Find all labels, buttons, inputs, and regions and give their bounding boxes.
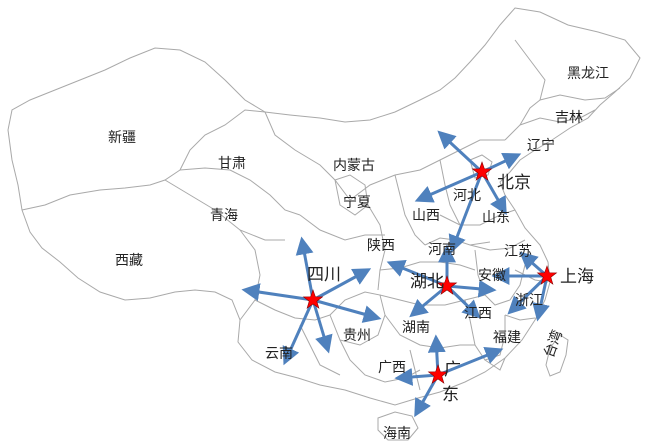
arrow-sichuan-north — [295, 236, 315, 301]
label-taiwan: 台湾 — [540, 328, 566, 360]
border-gansu-neimenggu — [264, 111, 351, 201]
border-neimenggu-south — [349, 139, 505, 201]
border-jilin-liaoning — [519, 109, 596, 126]
border-heilongjiang-jilin — [539, 87, 621, 101]
label-ningxia: 宁夏 — [343, 194, 371, 211]
border-sichuan-xizang — [239, 229, 261, 321]
label-guizhou: 贵州 — [343, 328, 371, 344]
label-xinjiang: 新疆 — [108, 130, 136, 146]
arrow-shanghai-jiangsu — [519, 251, 548, 278]
label-shaanxi: 陕西 — [367, 238, 395, 254]
arrow-beijing-henan — [448, 171, 484, 254]
arrow-beijing-west — [414, 170, 483, 203]
border-guangxi-guangdong — [409, 349, 421, 391]
label-shanxi: 山西 — [412, 208, 440, 224]
arrow-hubei-shaanxi — [386, 260, 448, 288]
province-labels: 黑龙江 吉林 辽宁 新疆 甘肃 内蒙古 宁夏 青海 西藏 北京 河北 山西 山东… — [108, 66, 609, 442]
label-henan: 河南 — [428, 242, 456, 258]
hub-stars — [302, 161, 558, 384]
star-icon — [471, 161, 493, 181]
taiwan-island — [545, 334, 569, 377]
arrow-shanghai-fujian — [507, 274, 549, 315]
label-hainan: 海南 — [383, 426, 411, 442]
hainan-island — [377, 411, 419, 441]
label-liaoning: 辽宁 — [527, 137, 555, 154]
label-jiangsu: 江苏 — [504, 244, 532, 260]
label-gansu: 甘肃 — [218, 156, 246, 172]
star-icon — [302, 289, 324, 309]
arrow-sichuan-south — [311, 299, 333, 354]
label-yunnan: 云南 — [265, 346, 293, 362]
border-hubei-hunan — [379, 294, 486, 306]
border-gansu-qinghai — [179, 167, 301, 216]
arrow-guangdong-guangxi — [394, 367, 439, 386]
arrow-shanghai-zhejiang — [532, 275, 550, 322]
border-yunnan-guizhou — [299, 324, 341, 376]
label-fujian: 福建 — [493, 330, 521, 346]
arrow-beijing-ne — [437, 130, 484, 174]
arrow-hubei-hunan — [409, 284, 448, 318]
border-zhejiang-fujian — [504, 314, 536, 321]
arrow-hubei-anhui — [446, 279, 497, 298]
label-neimenggu: 内蒙古 — [333, 158, 375, 174]
label-anhui: 安徽 — [478, 268, 506, 284]
star-icon — [536, 265, 558, 285]
label-jilin: 吉林 — [555, 110, 583, 126]
border-shanxi-hebei — [394, 174, 426, 246]
arrow-guangdong-fujian — [437, 347, 504, 377]
label-sichuan: 四川 — [307, 265, 341, 285]
label-guangdong-2: 东 — [442, 385, 459, 405]
border-qinghai-xizang — [164, 179, 285, 241]
province-borders — [7, 7, 641, 441]
label-shanghai: 上海 — [560, 267, 594, 287]
arrow-sichuan-west — [241, 283, 314, 302]
label-shandong: 山东 — [482, 210, 510, 226]
arrow-sichuan-northeast — [312, 268, 372, 302]
star-icon — [427, 364, 449, 384]
border-shandong-jiangsu — [469, 239, 526, 251]
border-xinjiang-gansu — [179, 109, 266, 171]
border-hebei-east — [439, 159, 461, 226]
border-hunan-south — [384, 314, 475, 349]
label-guangdong-1: 广 — [444, 360, 461, 380]
label-jiangxi: 江西 — [464, 306, 492, 322]
label-heilongjiang: 黑龙江 — [567, 66, 609, 82]
label-hebei: 河北 — [453, 188, 481, 204]
label-zhejiang: 浙江 — [515, 293, 543, 309]
border-sichuan-shaanxi — [299, 214, 385, 241]
star-icon — [436, 275, 458, 295]
arrow-sichuan-yunnan — [282, 299, 315, 366]
label-qinghai: 青海 — [210, 208, 238, 224]
label-beijing: 北京 — [497, 173, 531, 193]
label-guangxi: 广西 — [378, 360, 406, 376]
border-shaanxi-shanxi — [367, 204, 386, 291]
distribution-arrows — [241, 130, 550, 418]
china-outline — [7, 7, 641, 406]
label-hubei: 湖北 — [410, 272, 444, 292]
arrow-sichuan-east — [312, 298, 382, 323]
border-xinjiang-xizang — [21, 169, 181, 211]
label-xizang: 西藏 — [115, 253, 143, 269]
border-anhui — [474, 249, 526, 306]
label-hunan: 湖南 — [402, 320, 430, 336]
border-liaoning-neimenggu — [504, 39, 546, 141]
